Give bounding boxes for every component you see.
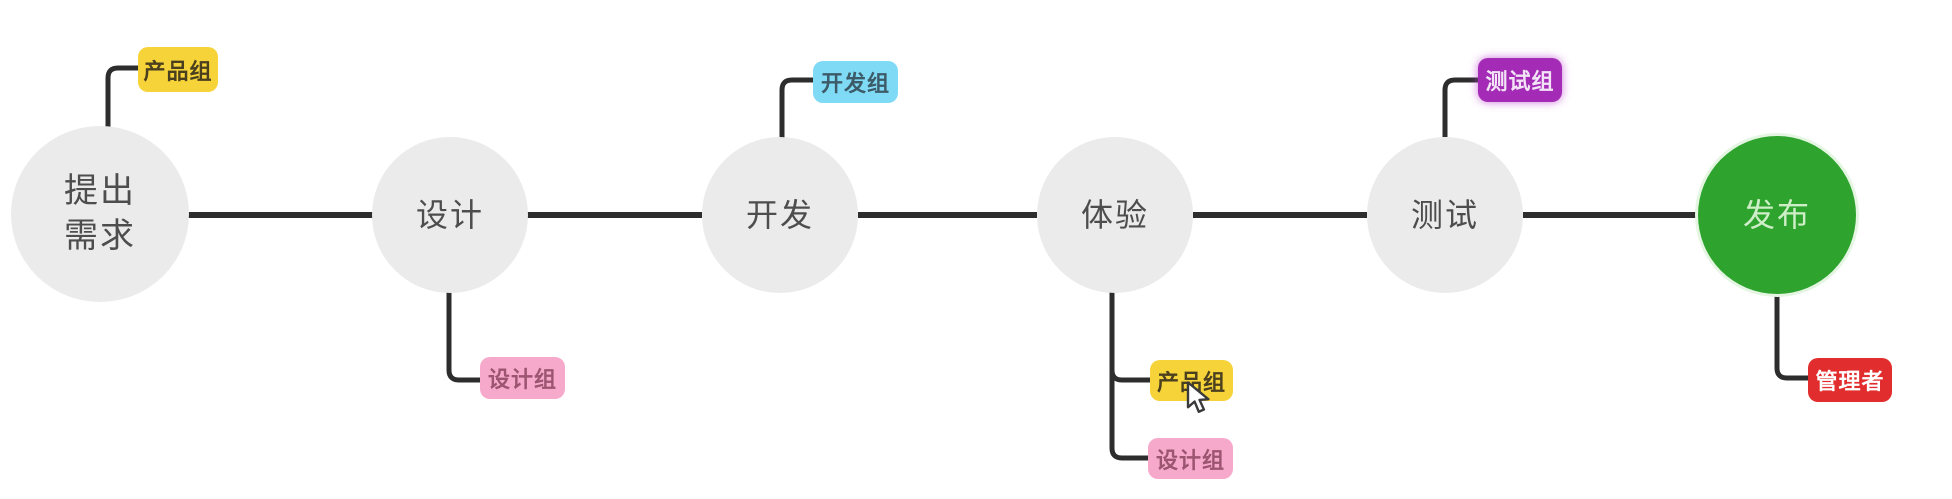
tagline-product-group-2 (1109, 368, 1150, 383)
tagline-test-group (1442, 77, 1478, 137)
tagline-manager (1774, 292, 1808, 381)
node-label: 开发 (745, 196, 814, 233)
tag-design-group-2[interactable]: 设计组 (1148, 438, 1233, 479)
node-develop[interactable]: 开发 (702, 137, 858, 293)
tag-label: 测试组 (1485, 69, 1555, 94)
tag-product-group-2[interactable]: 产品组 (1150, 360, 1233, 401)
tag-design-group-1[interactable]: 设计组 (480, 357, 565, 399)
tag-label: 设计组 (487, 367, 557, 392)
tagline-experience-trunk (1109, 292, 1148, 461)
node-design[interactable]: 设计 (372, 137, 528, 293)
tag-label: 设计组 (1155, 447, 1225, 473)
tag-label: 开发组 (820, 71, 890, 96)
tag-develop-group[interactable]: 开发组 (813, 61, 898, 103)
node-label: 测试 (1410, 196, 1479, 233)
tagline-product-group-1 (105, 65, 138, 128)
node-label-line: 提出 (64, 172, 136, 211)
tag-label: 管理者 (1815, 369, 1885, 394)
tagline-develop-group (779, 77, 813, 138)
tag-label: 产品组 (143, 58, 213, 84)
tagline-design-group-1 (446, 292, 480, 383)
node-label: 发布 (1742, 196, 1811, 233)
node-label: 体验 (1080, 196, 1149, 233)
tag-product-group-1[interactable]: 产品组 (138, 47, 218, 92)
node-label-line: 需求 (64, 217, 136, 255)
node-label: 设计 (415, 196, 484, 233)
node-propose-requirements[interactable]: 提出 需求 (11, 126, 189, 302)
tag-label: 产品组 (1156, 369, 1226, 395)
node-test[interactable]: 测试 (1367, 137, 1523, 293)
node-experience[interactable]: 体验 (1037, 137, 1193, 293)
tag-test-group[interactable]: 测试组 (1478, 58, 1562, 102)
tag-manager[interactable]: 管理者 (1808, 358, 1892, 402)
node-release[interactable]: 发布 (1698, 136, 1856, 294)
